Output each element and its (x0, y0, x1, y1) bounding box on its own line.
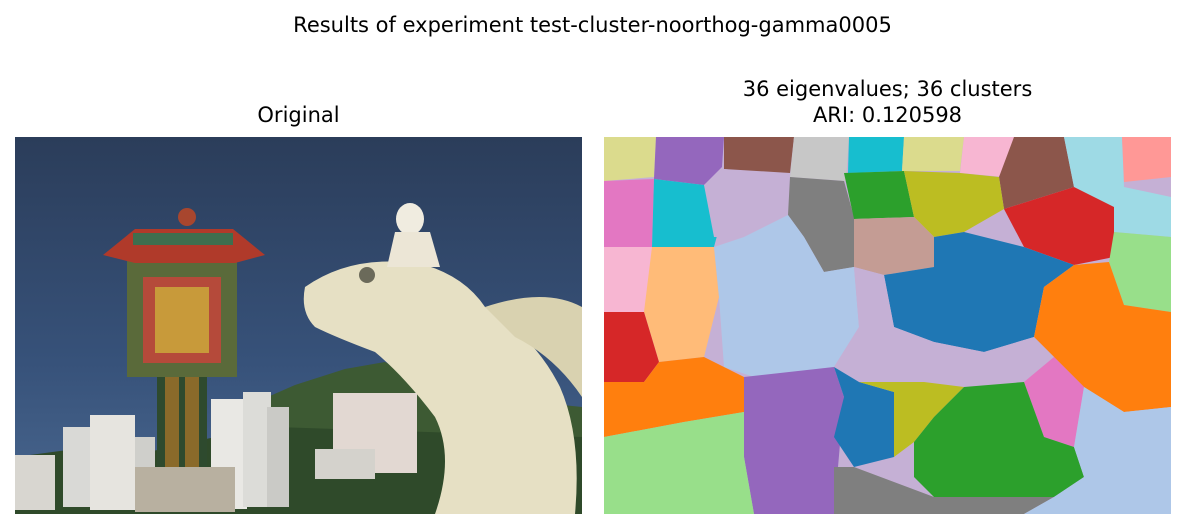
original-image-panel (15, 137, 582, 514)
original-image-title: Original (257, 103, 340, 127)
cluster-region (604, 312, 659, 382)
figure-suptitle: Results of experiment test-cluster-noort… (293, 13, 892, 37)
segmentation-panel (604, 137, 1171, 514)
original-photo (15, 137, 582, 514)
cluster-region (884, 232, 1074, 352)
cluster-region (848, 137, 904, 173)
cluster-region (1064, 137, 1171, 237)
cluster-region (834, 367, 894, 467)
cluster-region (788, 177, 854, 272)
cluster-region (604, 137, 656, 181)
cluster-region (654, 137, 724, 185)
cluster-region (834, 467, 1054, 514)
segmentation-title: 36 eigenvalues; 36 clusters ARI: 0.12059… (604, 76, 1171, 128)
segmentation-map (604, 137, 1171, 514)
pagoda-lantern (103, 208, 265, 512)
cluster-region (924, 337, 1054, 387)
cluster-region (844, 171, 914, 219)
cluster-region (724, 137, 794, 173)
cluster-region (644, 247, 719, 362)
cluster-region (1109, 232, 1171, 312)
cluster-region (652, 179, 722, 247)
cluster-region (999, 137, 1074, 209)
cluster-region (1122, 137, 1171, 182)
cluster-region (704, 169, 790, 237)
cluster-segments (604, 137, 1171, 514)
cluster-region (604, 357, 744, 437)
cluster-region (714, 215, 859, 377)
cluster-region (834, 267, 934, 382)
cluster-region (604, 412, 754, 514)
cluster-region (854, 217, 934, 275)
cluster-region (914, 382, 1084, 497)
segmentation-title-line2: ARI: 0.120598 (812, 103, 963, 127)
cluster-region (1024, 357, 1084, 447)
cluster-region (1024, 387, 1171, 514)
cluster-region (1004, 187, 1114, 265)
cluster-region (960, 137, 1014, 177)
cluster-region (902, 137, 964, 171)
cluster-region (859, 382, 964, 457)
cluster-region (904, 171, 1004, 237)
cluster-region (604, 179, 654, 247)
cluster-region (744, 367, 844, 514)
cluster-region (790, 137, 849, 181)
cluster-region (604, 247, 659, 312)
carp-statue (303, 203, 582, 514)
segmentation-title-line1: 36 eigenvalues; 36 clusters (742, 77, 1033, 101)
cluster-region (1034, 262, 1171, 412)
